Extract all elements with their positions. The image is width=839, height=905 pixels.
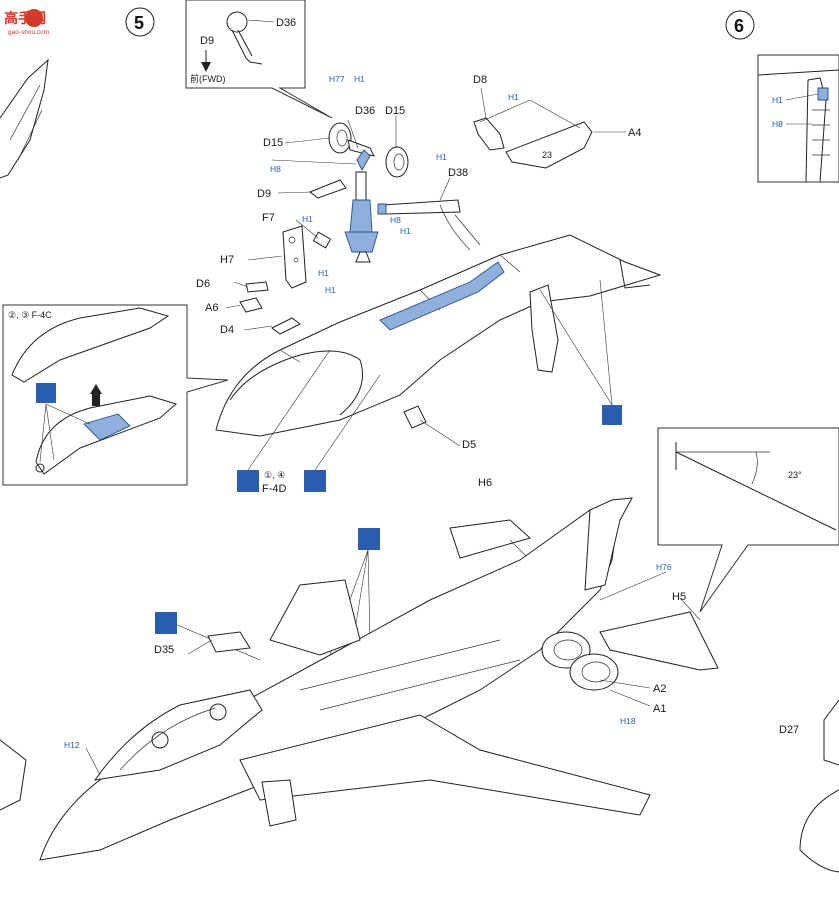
vertical-tail [584,497,633,591]
paint-swatch-icon [155,612,177,634]
d5-part [403,405,427,429]
step-5-marker: 5 [125,7,155,37]
label-d6: D6 [196,278,210,290]
d36-part-detail [226,11,248,33]
label-h5: H5 [672,591,686,603]
code-h1-c: H1 [400,226,411,236]
d15-wheel-right [385,146,409,178]
detail-box-nose-gear: D36 D9 前(FWD) [185,0,333,119]
label-d36: D36 [355,105,375,117]
d38-strut [382,199,461,215]
code-h77: H77 [329,74,345,84]
label-a1: A1 [653,703,666,715]
a6-part [239,297,263,313]
canopy [93,689,263,781]
forward-arrow-icon [201,62,211,72]
label-d5: D5 [462,439,476,451]
label-d38: D38 [448,167,468,179]
label-d27: D27 [779,724,799,736]
upper-fuselage-view [215,204,662,437]
label-a2: A2 [653,683,666,695]
f7-part [312,231,332,249]
label-d15-left: D15 [263,137,283,149]
step-6-marker: 6 [725,10,755,40]
code-h1-f7: H1 [302,214,313,224]
main-aircraft-view [39,497,719,861]
paint-swatch-icon [36,383,56,403]
label-d4: D4 [220,324,234,336]
label-a4: A4 [628,127,641,139]
d4-part [271,317,301,335]
code-h8-a: H8 [270,164,281,174]
label-d8: D8 [473,74,487,86]
code-h1-b: H1 [436,152,447,162]
airbrake-parts: 23 [473,117,593,169]
label-a6: A6 [205,302,218,314]
label-d9: D9 [257,188,271,200]
f4c-painted-part [83,413,131,441]
code-h8-b: H8 [390,215,401,225]
label-fwd: 前(FWD) [190,73,226,84]
label-f4d: F-4D [262,483,287,495]
part-labels: D8 A4 D36 D15 D15 D9 D38 F7 H7 D6 A6 D4 … [154,74,799,736]
label-d36-detail: D36 [276,17,296,29]
a1-exhaust [569,653,619,691]
detail-box-angle: 23° [657,427,839,613]
paint-swatch-icon [237,470,259,492]
label-d9-detail: D9 [200,35,214,47]
d35-part [207,631,251,653]
previous-step-fragment [0,58,49,811]
label-f4c: ②, ③ F-4C [8,310,52,320]
intake-splitter [269,579,361,656]
a4-inner-mark: 23 [542,150,552,160]
d15-wheel-left [328,122,352,154]
watermark-title: 高手网 [4,10,46,26]
label-h6: H6 [478,477,492,489]
code-h18: H18 [620,716,636,726]
h6-stabilizer [449,519,532,559]
paint-swatch-icon [358,528,380,550]
label-angle: 23° [788,470,802,480]
d8-part [473,117,505,151]
label-d15-right: D15 [385,105,405,117]
tail-fin-lower [529,284,559,373]
d9-link [308,179,347,199]
paint-code-labels: H77 H1 H1 H8 H1 H8 H1 H1 H1 H1 H76 H18 H… [64,74,672,750]
a4-part [505,121,593,169]
code-h76: H76 [656,562,672,572]
h5-stabilizer [599,611,719,671]
code-h1-h7: H1 [318,268,329,278]
code-h1-step6: H1 [772,95,783,105]
label-f7: F7 [262,212,275,224]
code-h1-d: H1 [325,285,336,295]
paint-swatches [36,279,622,661]
code-h1-d8: H1 [508,92,519,102]
code-h12: H12 [64,740,80,750]
paint-swatch-icon [304,470,326,492]
h7-door [282,225,307,289]
code-h1-a: H1 [354,74,365,84]
up-arrow-icon [90,384,102,394]
painted-bay [379,261,505,331]
leader-lines [85,87,701,776]
label-f4d-variants: ①, ④ [264,470,285,480]
detail-box-step6: H1 H8 [757,54,839,183]
d6-part [245,281,269,293]
step-6-number: 6 [734,16,744,36]
watermark-url: gao-shou.com [8,29,49,36]
watermark-logo-icon [25,9,43,27]
label-h7: H7 [220,254,234,266]
nose-gear-assembly [239,122,461,429]
d27-fragment [799,699,839,873]
watermark: 高手网 gao-shou.com [4,9,49,36]
code-h8-step6: H8 [772,119,783,129]
step-5-number: 5 [134,13,144,33]
label-d35: D35 [154,644,174,656]
paint-swatch-icon [602,405,622,425]
